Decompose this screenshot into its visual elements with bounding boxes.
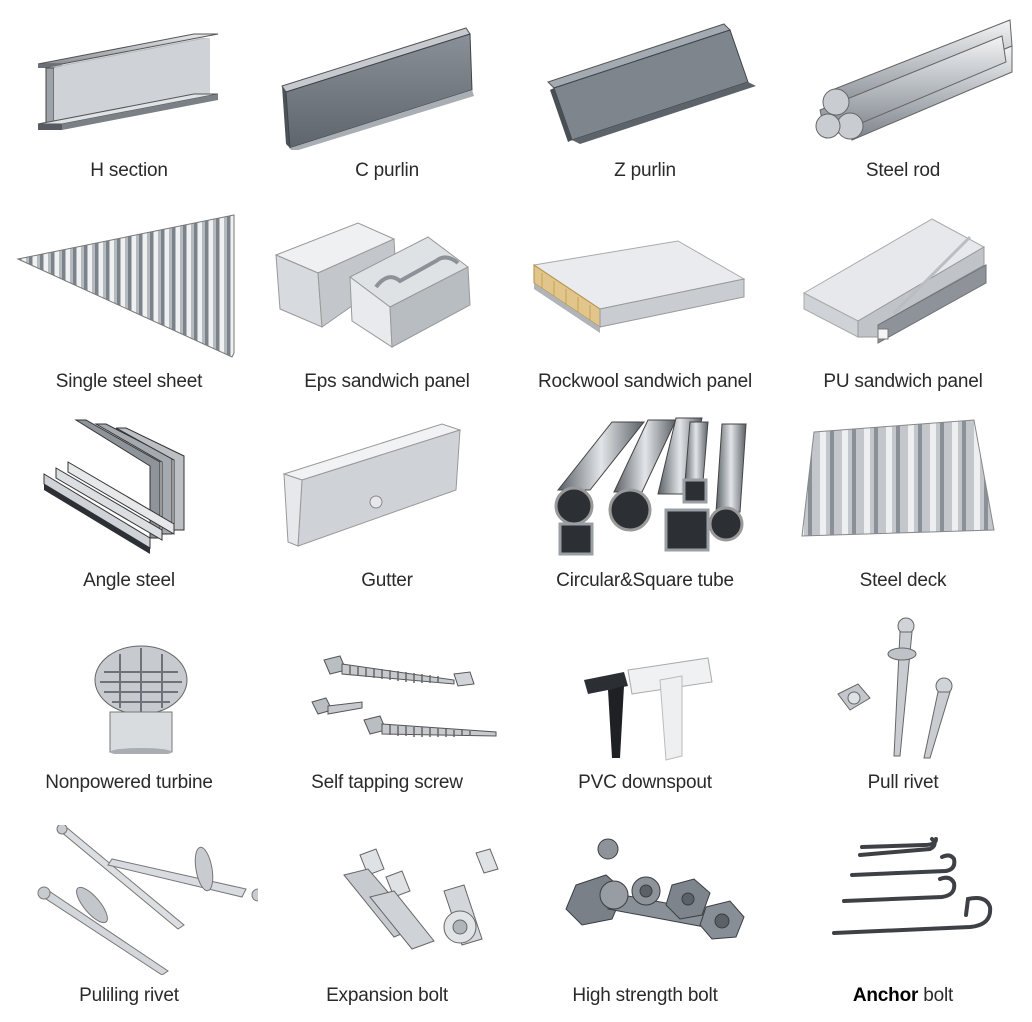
product-label: PU sandwich panel (823, 371, 983, 392)
product-label: Single steel sheet (55, 371, 203, 392)
product-label: High strength bolt (572, 985, 718, 1006)
product-h-section[interactable]: H section (0, 0, 258, 200)
product-label-bold: Anchor (852, 985, 919, 1006)
product-label: PVC downspout (578, 772, 712, 793)
screw-icon (258, 650, 516, 760)
product-pull-rivet[interactable]: Pull rivet (774, 612, 1032, 812)
product-pu-panel[interactable]: PU sandwich panel (774, 205, 1032, 405)
product-anchor-bolt[interactable]: Anchor bolt (774, 815, 1032, 1022)
c-purlin-icon (258, 20, 516, 150)
product-label: Circular&Square tube (556, 570, 734, 591)
product-label: Gutter (361, 570, 413, 591)
steel-rod-icon (774, 10, 1032, 150)
product-expansion-bolt[interactable]: Expansion bolt (258, 815, 516, 1022)
gutter-icon (258, 420, 516, 560)
product-label: Anchor bolt (774, 985, 1032, 1007)
product-label: C purlin (355, 160, 419, 181)
steel-deck-icon (774, 418, 1032, 548)
tube-icon (516, 416, 774, 561)
h-section-icon (0, 20, 258, 140)
product-screw[interactable]: Self tapping screw (258, 612, 516, 812)
product-steel-sheet[interactable]: Single steel sheet (0, 205, 258, 405)
product-eps-panel[interactable]: Eps sandwich panel (258, 205, 516, 405)
product-rivet[interactable]: Puliling rivet (0, 815, 258, 1022)
angle-steel-icon (0, 410, 258, 555)
product-label: Steel rod (865, 160, 941, 181)
z-purlin-icon (516, 20, 774, 150)
hex-bolt-icon (516, 835, 774, 960)
product-label: Expansion bolt (326, 985, 448, 1006)
product-label: H section (90, 160, 168, 181)
rivet-icon (0, 825, 258, 975)
product-downspout[interactable]: PVC downspout (516, 612, 774, 812)
product-label: Self tapping screw (311, 772, 463, 793)
product-label: Rockwool sandwich panel (537, 371, 753, 392)
product-label: Z purlin (614, 160, 676, 181)
anchor-bolt-icon (774, 835, 1032, 950)
product-steel-deck[interactable]: Steel deck (774, 410, 1032, 610)
product-label-rest: bolt (918, 985, 954, 1006)
product-label: Nonpowered turbine (45, 772, 213, 793)
product-gutter[interactable]: Gutter (258, 410, 516, 610)
product-z-purlin[interactable]: Z purlin (516, 0, 774, 200)
product-label: Eps sandwich panel (304, 371, 470, 392)
product-label: Steel deck (859, 570, 947, 591)
pu-panel-icon (774, 213, 1032, 353)
product-angle-steel[interactable]: Angle steel (0, 410, 258, 610)
rockwool-panel-icon (516, 235, 774, 345)
downspout-icon (516, 650, 774, 770)
turbine-icon (0, 642, 258, 754)
pull-rivet-icon (774, 614, 1032, 762)
product-tube[interactable]: Circular&Square tube (516, 410, 774, 610)
product-hex-bolt[interactable]: High strength bolt (516, 815, 774, 1022)
product-turbine[interactable]: Nonpowered turbine (0, 612, 258, 812)
product-steel-rod[interactable]: Steel rod (774, 0, 1032, 200)
eps-panel-icon (258, 217, 516, 352)
product-label: Pull rivet (867, 772, 939, 793)
product-rockwool-panel[interactable]: Rockwool sandwich panel (516, 205, 774, 405)
steel-sheet-icon (0, 213, 258, 358)
product-c-purlin[interactable]: C purlin (258, 0, 516, 200)
product-label: Angle steel (83, 570, 175, 591)
product-label: Puliling rivet (79, 985, 179, 1006)
expansion-bolt-icon (258, 845, 516, 955)
